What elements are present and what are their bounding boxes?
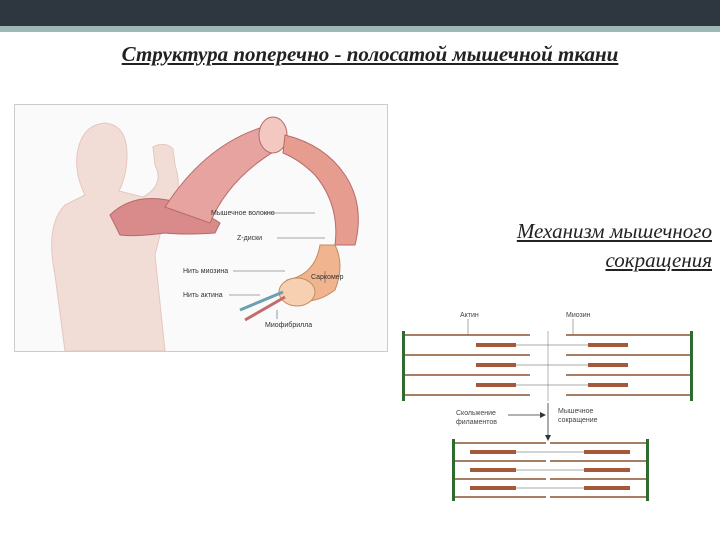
label-sliding-2: филаментов (456, 419, 497, 426)
label-actin-filament: Нить актина (183, 292, 223, 299)
slide-title: Структура поперечно - полосатой мышечной… (121, 42, 619, 66)
arm-muscle (109, 198, 221, 237)
label-actin: Актин (460, 312, 479, 319)
subtitle-line-1: Механизм мышечного (516, 219, 712, 243)
label-sliding-1: Скольжение (456, 410, 496, 417)
relaxed-myosin-rows (476, 343, 628, 387)
label-z-discs: Z-диски (237, 235, 262, 242)
bundle-cross-section (258, 116, 288, 154)
relaxed-actin-rows (405, 334, 690, 396)
label-myosin: Миозин (566, 312, 591, 319)
myosin-filament-strand (244, 295, 286, 322)
header-accent-band (0, 26, 720, 32)
contraction-svg: Актин Миозин (402, 312, 693, 501)
contraction-diagram: Актин Миозин (398, 305, 698, 533)
slide-subtitle: Механизм мышечного сокращения (400, 217, 712, 275)
human-silhouette (51, 122, 179, 351)
label-contraction-2: сокращение (558, 417, 598, 424)
slide-header-bar (0, 0, 720, 36)
contracted-sarcomere (452, 439, 649, 501)
label-myosin-filament: Нить миозина (183, 268, 228, 275)
anatomy-svg: Мышечное волокно Z-диски Нить миозина Ни… (51, 116, 359, 351)
label-sarcomere: Саркомер (311, 274, 344, 281)
subtitle-line-2: сокращения (605, 248, 713, 272)
muscle-anatomy-illustration: Мышечное волокно Z-диски Нить миозина Ни… (14, 104, 388, 352)
myofibril-end (278, 277, 316, 307)
label-myofibril: Миофибрилла (265, 321, 312, 329)
muscle-fiber (282, 134, 359, 246)
actin-filament-strand (239, 290, 284, 312)
header-dark-band (0, 0, 720, 26)
label-contraction-1: Мышечное (558, 408, 594, 415)
label-muscle-fiber: Мышечное волокно (211, 210, 275, 217)
relaxed-sarcomere (402, 331, 693, 401)
